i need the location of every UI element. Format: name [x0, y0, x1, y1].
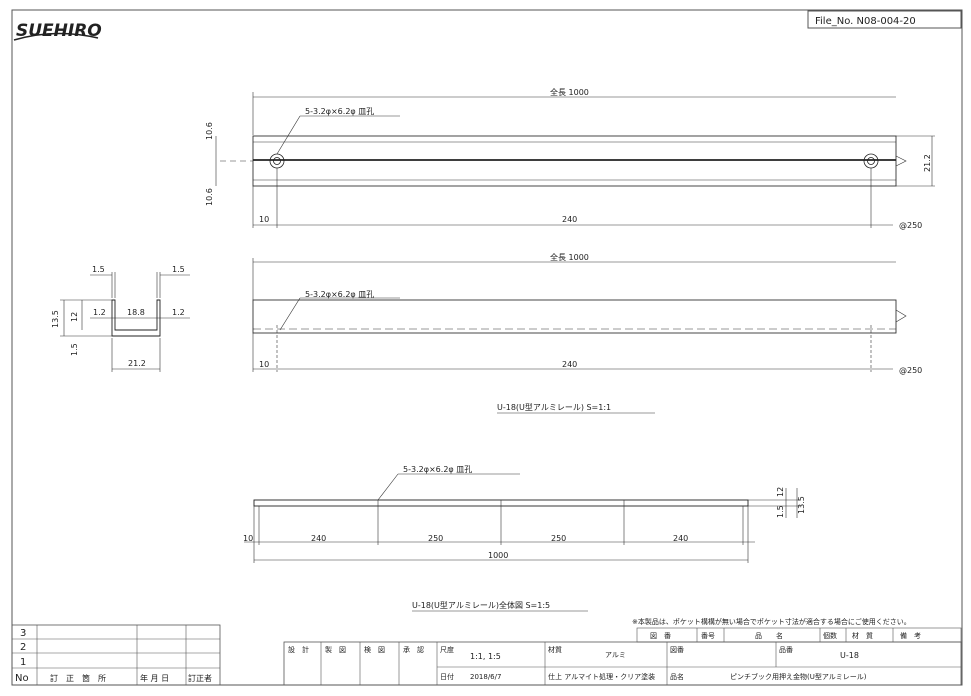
- revision-header-by: 訂正者: [188, 673, 212, 683]
- top-dim-left-top: 10.6: [205, 122, 214, 140]
- section-dim-1.5-right: 1.5: [172, 265, 185, 274]
- section-dim-1.2-left: 1.2: [93, 308, 106, 317]
- side-view: 全長 1000 5-3.2φ×6.2φ 皿孔 10 240 @250: [252, 252, 922, 375]
- parts-header-drawing: 図 番: [650, 632, 671, 640]
- full-hole-note: 5-3.2φ×6.2φ 皿孔: [403, 465, 472, 474]
- full-seg-3: 250: [551, 534, 566, 543]
- full-seg-4: 240: [673, 534, 688, 543]
- full-seg-1: 240: [311, 534, 326, 543]
- section-dim-12: 12: [70, 312, 79, 322]
- top-dim-left-bottom: 10.6: [205, 188, 214, 206]
- revision-row-2: 2: [20, 642, 26, 653]
- caption-1: U-18(U型アルミレール) S=1:1: [497, 403, 611, 412]
- side-overall-length: 全長 1000: [550, 252, 589, 262]
- revision-row-1: 1: [20, 657, 26, 668]
- hole-icon: [269, 153, 285, 169]
- product-name-label: 品名: [670, 672, 684, 681]
- section-dim-13.5: 13.5: [51, 310, 60, 328]
- top-overall-length: 全長 1000: [550, 87, 589, 97]
- full-view: 5-3.2φ×6.2φ 皿孔 10 240 250 250 240 1000 1…: [243, 465, 806, 563]
- section-view: 1.5 1.5 13.5 12 1.5 1.2 18.8 1.2 21.2: [51, 265, 190, 372]
- side-dim-240: 240: [562, 360, 577, 369]
- title-block: 設 計 製 図 検 図 承 認 尺度 1:1, 1:5 日付 2018/6/7 …: [283, 627, 962, 686]
- full-dim-1.5: 1.5: [776, 505, 785, 518]
- side-pitch: @250: [899, 366, 922, 375]
- side-dim-10: 10: [259, 360, 269, 369]
- u-profile: [111, 299, 161, 337]
- full-dim-12: 12: [776, 487, 785, 497]
- top-dim-height: 21.2: [923, 154, 932, 172]
- side-rail-outline: [252, 299, 897, 334]
- drawing-no-label: 図番: [670, 646, 684, 654]
- full-total: 1000: [488, 551, 508, 560]
- top-dim-240: 240: [562, 215, 577, 224]
- parts-header-qty: 個数: [823, 631, 837, 640]
- scale-value: 1:1, 1:5: [470, 652, 501, 661]
- top-dim-10: 10: [259, 215, 269, 224]
- section-dim-18.8: 18.8: [127, 308, 145, 317]
- parts-header-remarks: 備 考: [900, 631, 921, 640]
- file-no: File_No. N08-004-20: [815, 16, 916, 27]
- revision-row-3: 3: [20, 628, 26, 639]
- material-value: アルミ: [605, 651, 626, 659]
- revision-header-place: 訂 正 箇 所: [50, 673, 106, 683]
- product-name-value: ピンチブック用押え金物(U型アルミレール): [730, 672, 867, 681]
- product-no-label: 品番: [779, 646, 793, 654]
- approval-design: 設 計: [288, 645, 309, 654]
- finish: 仕上 アルマイト処理・クリア塗装: [548, 672, 655, 681]
- product-no-value: U-18: [840, 651, 859, 660]
- caption-2: U-18(U型アルミレール)全体図 S=1:5: [412, 600, 550, 610]
- date-value: 2018/6/7: [470, 673, 501, 681]
- revision-header-date: 年 月 日: [140, 673, 169, 683]
- top-pitch: @250: [899, 221, 922, 230]
- approval-approve: 承 認: [403, 645, 424, 654]
- note: ※本製品は、ポケット構構が無い場合でポケット寸法が適合する場合にご使用ください。: [632, 617, 911, 626]
- file-no-box: [807, 10, 962, 29]
- date-label: 日付: [440, 672, 454, 681]
- approval-draw: 製 図: [325, 645, 346, 654]
- revision-header-no: No: [15, 673, 29, 684]
- full-seg-0: 10: [243, 534, 253, 543]
- section-dim-1.5-bottom: 1.5: [70, 343, 79, 356]
- top-rail-outline: [252, 135, 897, 187]
- section-dim-21.2: 21.2: [128, 359, 146, 368]
- parts-header-name: 品 名: [755, 631, 783, 640]
- sheet-border: [11, 9, 963, 686]
- material-label: 材質: [548, 645, 562, 654]
- section-dim-1.5-left: 1.5: [92, 265, 105, 274]
- parts-header-number: 番号: [701, 632, 715, 640]
- logo: SUEHIRO: [13, 21, 102, 41]
- section-dim-1.2-right: 1.2: [172, 308, 185, 317]
- full-seg-2: 250: [428, 534, 443, 543]
- side-hole-note: 5-3.2φ×6.2φ 皿孔: [305, 290, 374, 299]
- parts-header-material: 材 質: [852, 631, 873, 640]
- top-hole-note: 5-3.2φ×6.2φ 皿孔: [305, 107, 374, 116]
- full-dim-13.5: 13.5: [797, 496, 806, 514]
- revision-table: 3 2 1 No 訂 正 箇 所 年 月 日 訂正者: [11, 624, 221, 686]
- scale-label: 尺度: [440, 645, 454, 654]
- logo-text: SUEHIRO: [16, 21, 102, 41]
- hole-icon: [863, 153, 879, 169]
- top-view: 全長 1000 5-3.2φ×6.2φ 皿孔 10.6 10.6 21.2 1: [205, 87, 935, 230]
- approval-check: 検 図: [364, 645, 385, 654]
